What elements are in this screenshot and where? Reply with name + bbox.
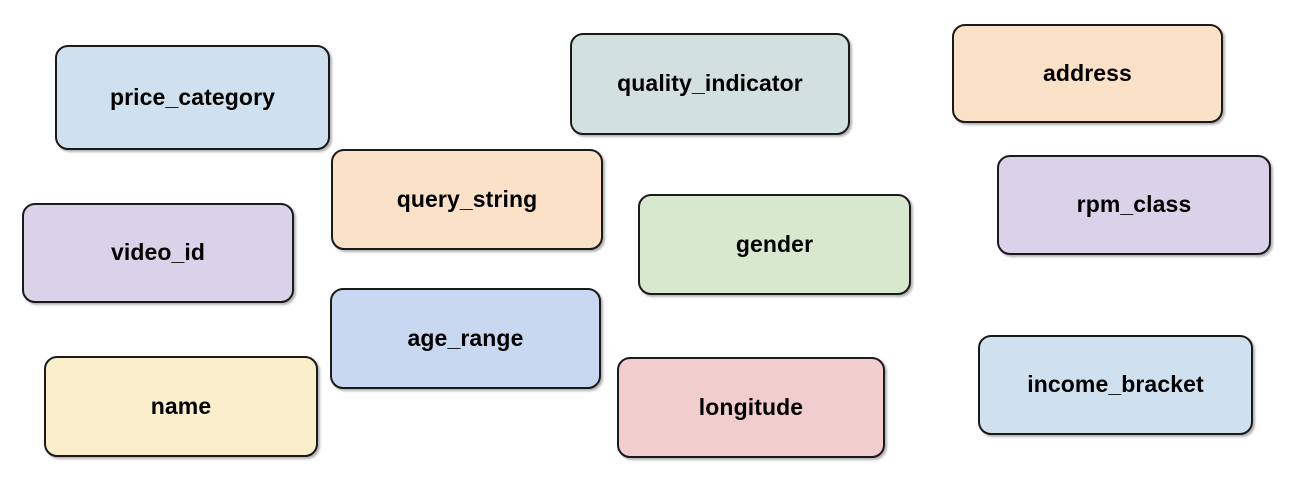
node-income_bracket[interactable]: income_bracket: [978, 335, 1253, 435]
node-label: name: [150, 392, 212, 419]
node-label: address: [1043, 59, 1132, 86]
node-label: longitude: [698, 393, 804, 420]
node-gender[interactable]: gender: [638, 194, 911, 295]
node-label: query_string: [396, 185, 538, 212]
node-label: income_bracket: [1027, 371, 1204, 398]
node-quality_indicator[interactable]: quality_indicator: [570, 33, 850, 135]
node-query_string[interactable]: query_string: [331, 149, 603, 250]
node-label: video_id: [110, 239, 206, 266]
node-label: quality_indicator: [617, 70, 803, 97]
node-label: age_range: [407, 324, 524, 351]
node-label: rpm_class: [1076, 191, 1192, 218]
node-price_category[interactable]: price_category: [55, 45, 330, 150]
node-video_id[interactable]: video_id: [22, 203, 294, 303]
node-rpm_class[interactable]: rpm_class: [997, 155, 1271, 255]
node-name[interactable]: name: [44, 356, 318, 457]
node-longitude[interactable]: longitude: [617, 357, 885, 458]
node-label: gender: [735, 230, 814, 257]
node-address[interactable]: address: [952, 24, 1223, 123]
node-label: price_category: [109, 83, 276, 110]
node-age_range[interactable]: age_range: [330, 288, 601, 389]
